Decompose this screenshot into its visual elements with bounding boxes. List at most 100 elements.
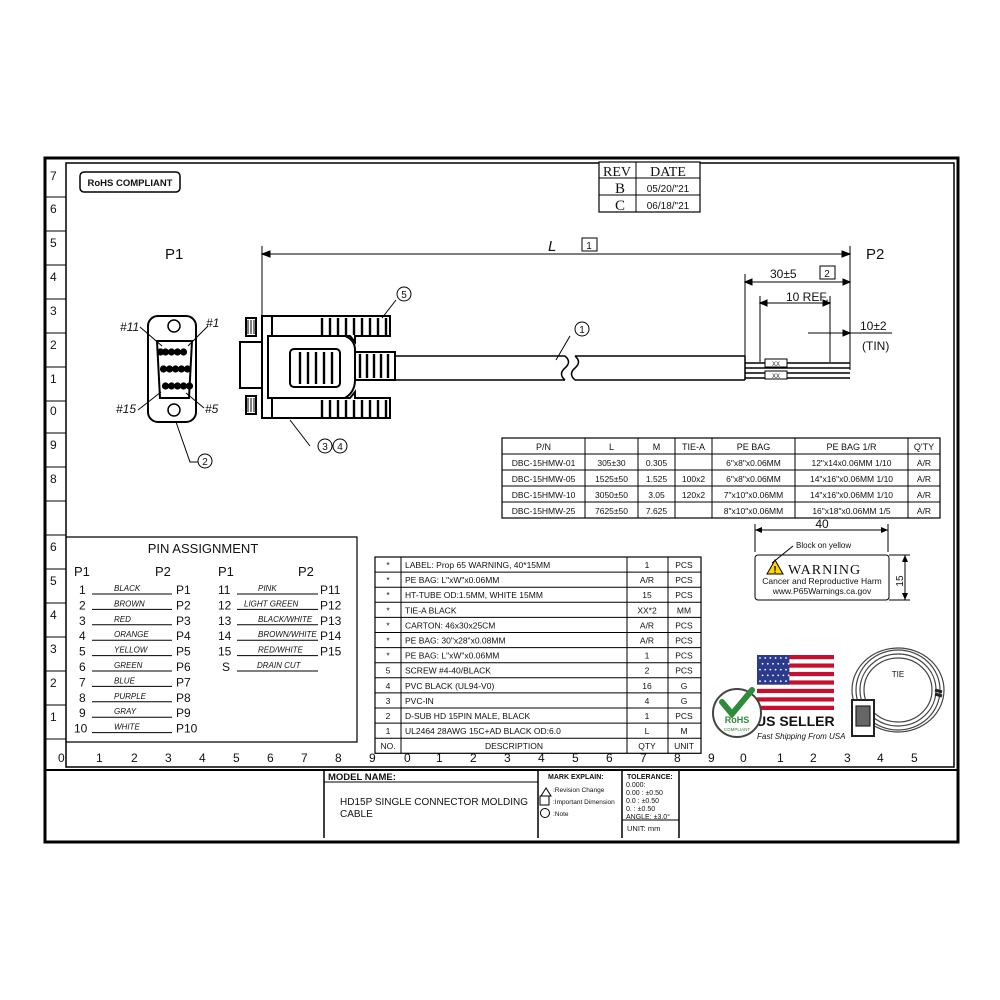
dim-30-note: 2 <box>824 269 830 280</box>
bottom-number: 1 <box>777 751 784 765</box>
bottom-number: 3 <box>504 751 511 765</box>
connector-pin <box>165 365 174 373</box>
bom-header: NO. <box>380 741 395 751</box>
length-dimension <box>260 237 852 370</box>
pin-assignment-title: PIN ASSIGNMENT <box>148 541 259 556</box>
bottom-number: 3 <box>844 751 851 765</box>
p1-label: P1 <box>165 246 183 263</box>
callout1-leader <box>555 335 571 361</box>
pin-number: 11 <box>218 583 231 597</box>
model-name-label: MODEL NAME: <box>328 772 396 783</box>
bom-unit: MM <box>677 605 691 615</box>
connector-pin <box>159 365 168 373</box>
callout-4 <box>332 438 348 454</box>
svg-text:0: 0 <box>50 404 57 418</box>
pin-dest: P7 <box>176 675 191 689</box>
end-dimensions <box>743 265 892 365</box>
bom-qty: 4 <box>645 696 650 706</box>
pin-dest: P2 <box>176 598 191 612</box>
svg-text:0.000:: 0.000: <box>626 782 646 789</box>
check-icon <box>719 687 755 719</box>
svg-text:5: 5 <box>50 574 57 588</box>
pn-cell: A/R <box>917 474 931 484</box>
bom-header: UNIT <box>674 741 694 751</box>
svg-text:8: 8 <box>50 472 57 486</box>
wire-color: YELLOW <box>114 646 149 655</box>
wire-color: GRAY <box>114 707 137 716</box>
bom-no: * <box>386 575 390 585</box>
pin-dest: P11 <box>320 583 341 597</box>
dim-30: 30±5 <box>770 267 797 281</box>
svg-text:COMPLIANT: COMPLIANT <box>724 727 751 732</box>
connector-pin <box>161 348 170 356</box>
bottom-number: 7 <box>301 751 308 765</box>
bom-unit: PCS <box>675 590 693 600</box>
dim-10ref: 10 REF. <box>786 290 829 304</box>
svg-text:6: 6 <box>50 540 57 554</box>
bottom-number: 6 <box>606 751 613 765</box>
bom-unit: PCS <box>675 575 693 585</box>
bottom-number: 2 <box>131 751 138 765</box>
pn-cell: 3050±50 <box>595 490 628 500</box>
connector-pin <box>179 382 188 390</box>
callout34-leader <box>289 419 311 447</box>
bom-qty: 1 <box>645 560 650 570</box>
warn-height-dim: 15 <box>895 575 906 587</box>
model-name: HD15P SINGLE CONNECTOR MOLDING <box>340 797 528 808</box>
us-flag <box>757 655 834 710</box>
pn-cell: 6"x8"x0.06MM <box>726 458 781 468</box>
pn-cell: A/R <box>917 506 931 516</box>
bom-desc: CARTON: 46x30x25CM <box>405 620 495 630</box>
pin-leaders <box>137 325 209 411</box>
pn-cell: 14"x16"x0.06MM 1/10 <box>810 490 893 500</box>
inner-frame <box>65 162 955 768</box>
svg-text:0.00 : ±0.50: 0.00 : ±0.50 <box>626 790 663 797</box>
shipping-text: Fast Shipping From USA <box>757 732 845 741</box>
unit-label: UNIT: mm <box>627 824 660 833</box>
bom-no: * <box>386 605 390 615</box>
cable-coil-illustration <box>851 647 945 737</box>
svg-text:7: 7 <box>50 169 57 183</box>
pin-number: 6 <box>79 660 86 674</box>
wire-color: GREEN <box>114 661 143 670</box>
pin-number: 3 <box>79 614 86 628</box>
bom-desc: PVC BLACK (UL94-V0) <box>405 681 494 691</box>
bom-no: * <box>386 651 390 661</box>
bottom-number: 5 <box>233 751 240 765</box>
outer-frame <box>43 156 960 844</box>
bottom-number: 2 <box>810 751 817 765</box>
bottom-number: 9 <box>708 751 715 765</box>
bom-unit: PCS <box>675 651 693 661</box>
wire-color: ORANGE <box>114 630 149 639</box>
bottom-number: 4 <box>538 751 545 765</box>
length-note: 1 <box>586 241 592 252</box>
bom-desc: PE BAG: L"xW"x0.06MM <box>405 651 499 661</box>
pin-dest: P10 <box>176 722 198 736</box>
rev-b: B <box>615 181 625 197</box>
pn-cell: 120x2 <box>682 490 705 500</box>
svg-text::Revision Change: :Revision Change <box>553 787 605 794</box>
bom-qty: L <box>645 726 650 736</box>
p2-label: P2 <box>866 246 884 263</box>
pn-header: P/N <box>536 442 551 452</box>
bom-no: 1 <box>386 726 391 736</box>
pin-dest: P6 <box>176 660 191 674</box>
pin-dest: P5 <box>176 645 191 659</box>
pin-col-p1-a: P1 <box>74 564 90 579</box>
bottom-number: 7 <box>640 751 647 765</box>
svg-text:5: 5 <box>50 236 57 250</box>
pin-number: S <box>222 660 230 674</box>
warn-title: WARNING <box>788 563 861 578</box>
svg-text:ANGLE: ±3.0°: ANGLE: ±3.0° <box>626 813 670 821</box>
bottom-number: 9 <box>369 751 376 765</box>
rohs-compliant-text: RoHS COMPLIANT <box>88 178 173 189</box>
pin-number: 10 <box>74 722 88 736</box>
pin-number: 14 <box>218 629 232 643</box>
svg-text:0.0 : ±0.50: 0.0 : ±0.50 <box>626 798 659 805</box>
connector-pin <box>171 365 180 373</box>
svg-text:9: 9 <box>50 438 57 452</box>
bom-qty: A/R <box>640 636 654 646</box>
dim-10: 10±2 <box>860 319 887 333</box>
wire-color: BROWN/WHITE <box>258 630 317 639</box>
